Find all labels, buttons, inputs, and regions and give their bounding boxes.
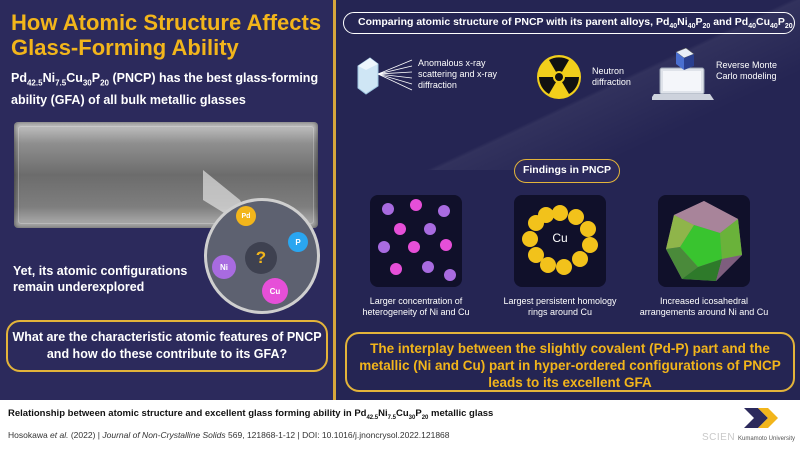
finding-caption-heterogeneity: Larger concentration of heterogeneity of… [362,296,470,317]
dispersed-atoms-icon [378,199,456,281]
comparison-banner: Comparing atomic structure of PNCP with … [343,12,795,34]
ring-atoms-icon [522,205,598,275]
pd-atom: Pd [236,206,256,226]
finding-card-heterogeneity [370,195,462,287]
watermark: SCIEN [702,432,736,443]
university-name: Kumamoto University [738,436,796,442]
footer-title: Relationship between atomic structure an… [8,408,494,421]
findings-label: Findings in PNCP [514,159,620,183]
cu-atom: Cu [262,278,288,304]
finding-card-icosahedral [658,195,750,287]
icosahedron-icon [666,201,742,281]
poster-subtitle: Pd42.5Ni7.5Cu30P20 (PNCP) has the best g… [11,71,319,107]
panel-divider [333,0,336,400]
footer-citation: Hosokawa et al. (2022) | Journal of Non-… [8,430,450,440]
cu-center-label: Cu [552,231,568,245]
ni-atom: Ni [212,255,236,279]
method-label-xray: Anomalous x-ray scattering and x-ray dif… [418,58,498,90]
finding-card-homology: Cu [514,195,606,287]
finding-caption-icosahedral: Increased icosahedral arrangements aroun… [639,296,769,317]
method-label-rmc: Reverse Monte Carlo modeling [716,60,778,81]
conclusion-box: The interplay between the slightly coval… [345,332,795,392]
underexplored-text: Yet, its atomic configurations remain un… [13,264,188,294]
research-question-box: What are the characteristic atomic featu… [6,320,328,372]
p-atom: P [288,232,308,252]
finding-caption-homology: Largest persistent homology rings around… [503,296,617,317]
poster-title: How Atomic Structure Affects Glass-Formi… [11,10,322,60]
radiation-icon [537,55,581,99]
method-label-neutron: Neutron diffraction [592,66,631,87]
unknown-atom-question-icon: ? [245,242,277,274]
university-logo-icon [744,408,778,428]
laptop-model-icon [652,48,714,100]
crystal-beam-icon [357,57,413,95]
